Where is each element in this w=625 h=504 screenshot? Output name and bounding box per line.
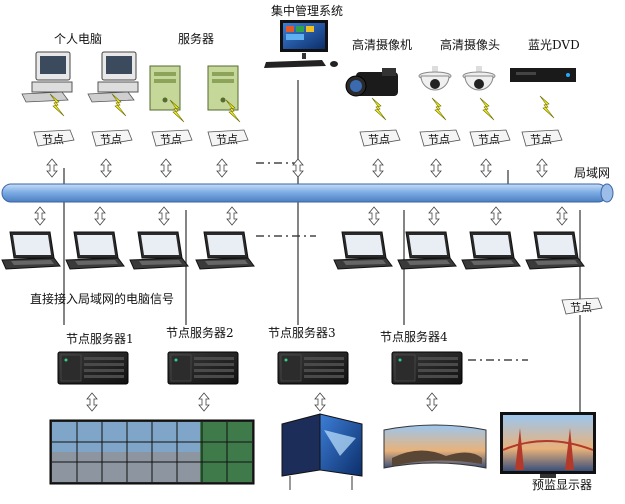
node-label: 节点 [216, 133, 238, 146]
node-label: 节点 [530, 133, 552, 146]
lan-bus [1, 183, 614, 203]
bluray-player [510, 68, 576, 82]
server-tower-2 [207, 65, 239, 111]
preview-monitor-label: 预监显示器 [532, 478, 593, 492]
node-box-preview: 节点 [564, 298, 598, 316]
node-label: 节点 [368, 133, 390, 146]
node-box-2: 节点 [94, 130, 128, 148]
pc-label: 个人电脑 [54, 32, 103, 46]
node-label: 节点 [570, 301, 592, 314]
server-label: 服务器 [178, 32, 215, 46]
server-tower-1 [149, 65, 181, 111]
laptops [1, 231, 585, 270]
dome-camera-2 [462, 66, 496, 91]
direct-pc-label: 直接接入局域网的电脑信号 [30, 292, 175, 306]
node-server-label-4: 节点服务器4 [380, 330, 448, 344]
node-server-label-2: 节点服务器2 [166, 326, 234, 340]
node-box-4: 节点 [210, 130, 244, 148]
node-server-racks [57, 351, 463, 385]
node-label: 节点 [428, 133, 450, 146]
node-box-8: 节点 [524, 130, 558, 148]
node-server-label-1: 节点服务器1 [66, 332, 134, 346]
mgmt-label: 集中管理系统 [271, 4, 344, 18]
video-wall [49, 419, 255, 485]
dome-camera-1 [418, 66, 452, 91]
node-box-5: 节点 [362, 130, 396, 148]
bluray-label: 蓝光DVD [528, 38, 580, 52]
camera-label: 高清摄像头 [440, 38, 501, 52]
camcorder [345, 68, 398, 97]
management-monitor [264, 20, 338, 68]
pc-1 [21, 51, 73, 103]
pc-2 [87, 51, 139, 103]
node-label: 节点 [100, 133, 122, 146]
node-box-6: 节点 [422, 130, 456, 148]
node-label: 节点 [42, 133, 64, 146]
node-box-3: 节点 [154, 130, 188, 148]
panoramic-screen [383, 424, 487, 469]
lan-label: 局域网 [574, 166, 611, 180]
ellipsis-dashes [256, 162, 528, 361]
preview-monitor [500, 412, 596, 478]
camcorder-label: 高清摄像机 [352, 38, 413, 52]
corner-screen [281, 413, 363, 490]
node-boxes-top [33, 129, 603, 315]
arrows-top [46, 158, 548, 178]
node-label: 节点 [478, 133, 500, 146]
node-box-1: 节点 [36, 130, 70, 148]
node-label: 节点 [160, 133, 182, 146]
node-server-label-3: 节点服务器3 [268, 326, 336, 340]
node-box-7: 节点 [472, 130, 506, 148]
